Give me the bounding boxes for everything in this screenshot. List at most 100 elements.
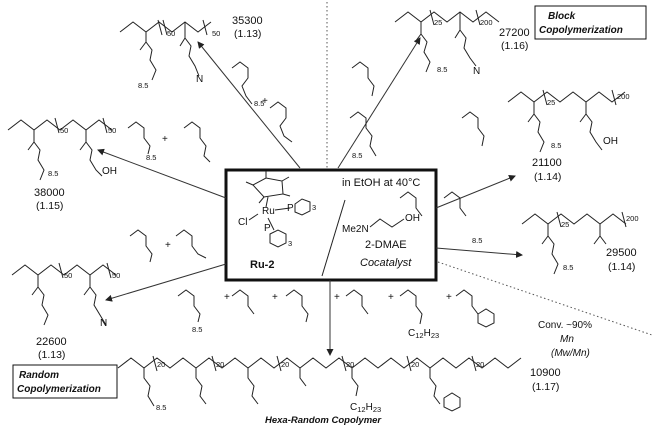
polymer-structure	[7, 117, 113, 181]
reaction-arrows	[97, 37, 523, 356]
svg-text:27200: 27200	[499, 27, 530, 39]
svg-text:Conv. ~90%: Conv. ~90%	[538, 320, 592, 331]
polymer-structure	[117, 355, 522, 412]
svg-text:38000: 38000	[34, 187, 65, 199]
svg-text:Copolymerization: Copolymerization	[17, 384, 101, 395]
svg-text:20: 20	[157, 360, 165, 369]
svg-text:10900: 10900	[530, 367, 561, 379]
svg-text:8.5: 8.5	[472, 236, 482, 245]
svg-text:8.5: 8.5	[551, 141, 561, 150]
svg-text:20: 20	[216, 360, 224, 369]
svg-text:25: 25	[561, 220, 569, 229]
svg-text:+: +	[262, 96, 268, 107]
svg-text:25: 25	[547, 98, 555, 107]
svg-text:(1.17): (1.17)	[532, 381, 559, 393]
polymer-structure	[119, 19, 212, 81]
svg-text:C12H23: C12H23	[408, 328, 439, 340]
svg-text:Me2N: Me2N	[342, 224, 369, 235]
monomers: 8.5 + 8.5 + + 8.5 8.5 8.5 + + + + C12H23…	[127, 61, 495, 340]
svg-text:8.5: 8.5	[563, 263, 573, 272]
product-top-left: 50 50 8.5 N 35300 (1.13)	[119, 15, 263, 90]
svg-text:200: 200	[617, 92, 630, 101]
svg-text:50: 50	[60, 126, 68, 135]
svg-text:N: N	[100, 318, 107, 329]
product-block-mid: 25 200 8.5 OH 21100 (1.14)	[507, 89, 630, 183]
svg-text:8.5: 8.5	[352, 151, 362, 160]
svg-text:8.5: 8.5	[254, 99, 264, 108]
svg-text:OH: OH	[603, 136, 618, 147]
svg-text:200: 200	[480, 18, 493, 27]
svg-text:20: 20	[476, 360, 484, 369]
hexa-title: Hexa-Random Copolymer	[265, 415, 382, 426]
svg-text:20: 20	[411, 360, 419, 369]
svg-text:Cl: Cl	[238, 217, 247, 228]
svg-text:+: +	[272, 292, 278, 303]
product-left-mid: 50 50 8.5 OH 38000 (1.15)	[7, 117, 117, 212]
svg-text:8.5: 8.5	[138, 81, 148, 90]
svg-text:3: 3	[288, 239, 292, 248]
svg-text:+: +	[334, 292, 340, 303]
svg-text:8.5: 8.5	[156, 403, 166, 412]
svg-text:8.5: 8.5	[437, 65, 447, 74]
svg-text:(1.14): (1.14)	[534, 171, 561, 183]
svg-text:+: +	[446, 292, 452, 303]
legend: Conv. ~90% Mn (Mw/Mn)	[538, 320, 592, 359]
svg-text:(1.13): (1.13)	[38, 349, 65, 361]
catalyst-box-divider	[321, 199, 346, 277]
block-copolymerization-tag: Block Copolymerization	[534, 5, 647, 40]
svg-text:P: P	[264, 223, 271, 234]
cocatalyst-label: Cocatalyst	[360, 257, 412, 269]
product-left-low: 50 50 N 22600 (1.13)	[11, 262, 120, 361]
svg-text:21100: 21100	[532, 157, 562, 169]
svg-text:50: 50	[112, 271, 120, 280]
svg-text:+: +	[224, 292, 230, 303]
polymer-structure	[394, 9, 500, 73]
svg-text:35300: 35300	[232, 15, 263, 27]
svg-text:P: P	[287, 203, 294, 214]
svg-text:200: 200	[626, 214, 639, 223]
svg-text:N: N	[473, 66, 480, 77]
svg-text:50: 50	[212, 29, 220, 38]
svg-text:Mn: Mn	[560, 334, 574, 345]
svg-text:OH: OH	[405, 213, 420, 224]
svg-text:Ru: Ru	[262, 206, 275, 217]
product-block-top: 25 200 8.5 N 27200 (1.16)	[394, 9, 530, 77]
svg-text:Block: Block	[548, 11, 576, 22]
product-hexa-random: 20 20 20 20 20 20 8.5 C12H23 10900 (1.17…	[117, 355, 561, 426]
product-block-low: 25 200 8.5 29500 (1.14)	[521, 211, 639, 275]
svg-text:8.5: 8.5	[192, 325, 202, 334]
svg-text:25: 25	[434, 18, 442, 27]
svg-text:(Mw/Mn): (Mw/Mn)	[551, 348, 590, 359]
cocatalyst-name: 2-DMAE	[365, 239, 407, 251]
svg-text:+: +	[388, 292, 394, 303]
svg-text:N: N	[196, 74, 203, 85]
ru-catalyst-structure	[245, 171, 311, 248]
svg-text:8.5: 8.5	[146, 153, 156, 162]
svg-text:OH: OH	[102, 166, 117, 177]
svg-text:22600: 22600	[36, 336, 67, 348]
svg-text:(1.13): (1.13)	[234, 28, 261, 40]
svg-text:29500: 29500	[606, 247, 637, 259]
divider-diagonal	[437, 261, 653, 336]
svg-text:Copolymerization: Copolymerization	[539, 25, 623, 36]
polymer-structure	[521, 211, 627, 275]
svg-text:Random: Random	[19, 370, 59, 381]
svg-text:(1.14): (1.14)	[608, 261, 635, 273]
svg-text:50: 50	[108, 126, 116, 135]
reaction-condition: in EtOH at 40°C	[342, 177, 420, 189]
svg-text:+: +	[162, 134, 168, 145]
svg-text:50: 50	[64, 271, 72, 280]
svg-text:50: 50	[167, 29, 175, 38]
catalyst-name: Ru-2	[250, 259, 274, 271]
svg-text:(1.15): (1.15)	[36, 200, 63, 212]
polymer-structure	[507, 89, 626, 153]
catalyst-box: Ru Cl P P 3 3 Ru-2 in EtOH at 40°C Me2N …	[224, 168, 438, 282]
svg-text:(1.16): (1.16)	[501, 40, 528, 52]
svg-text:20: 20	[281, 360, 289, 369]
svg-text:C12H23: C12H23	[350, 402, 381, 414]
svg-text:3: 3	[312, 203, 316, 212]
polymer-structure	[11, 262, 117, 326]
random-copolymerization-tag: Random Copolymerization	[12, 364, 118, 399]
svg-text:8.5: 8.5	[48, 169, 58, 178]
